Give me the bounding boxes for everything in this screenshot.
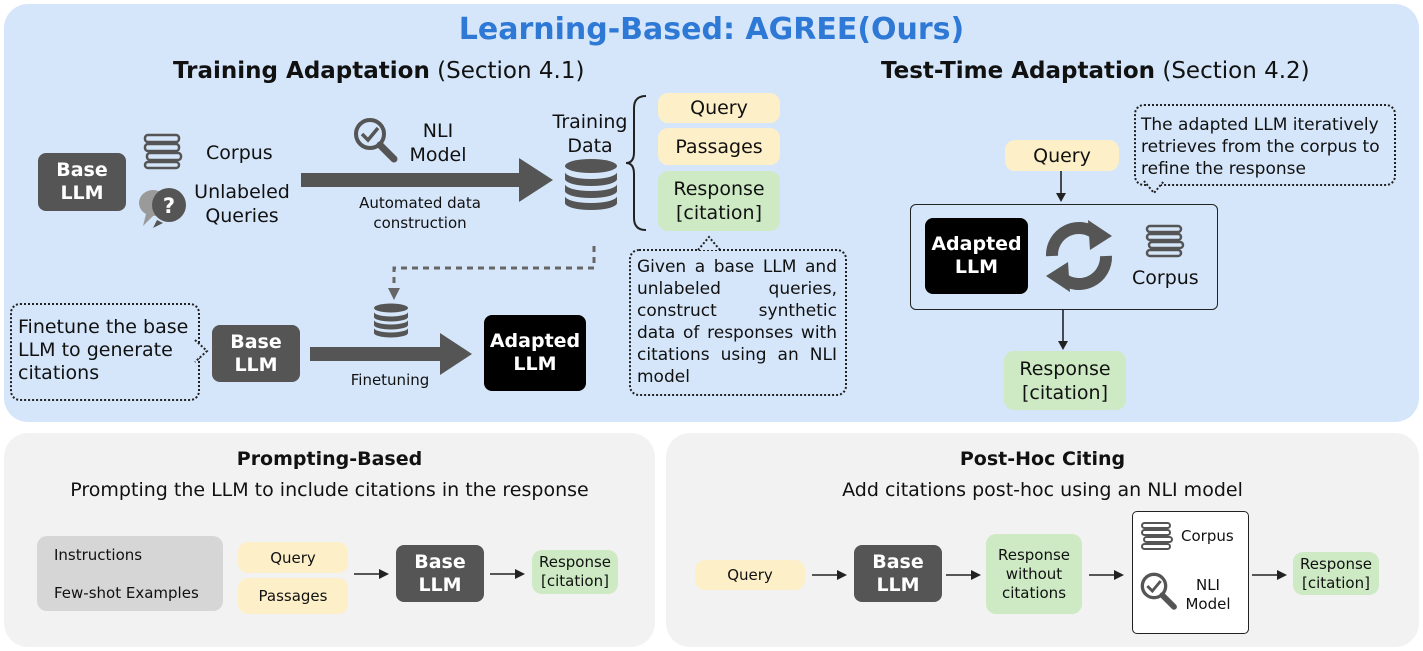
testtime-note-bubble: [1134, 104, 1396, 186]
big-arrow-finetuning: [310, 333, 472, 375]
training-query-box: Query: [658, 93, 780, 123]
testtime-note-text: The adapted LLM iteratively retrieves fr…: [1141, 115, 1380, 179]
posthoc-tools-frame: [1132, 511, 1249, 634]
prompting-response-box: Response [citation]: [532, 550, 618, 594]
posthoc-books-icon: [1141, 522, 1173, 550]
curly-brace: [625, 95, 647, 231]
prompting-base-llm-box: Base LLM: [396, 545, 484, 602]
books-icon: [143, 133, 183, 170]
prompting-fewshot-label: Few-shot Examples: [54, 584, 199, 602]
finetune-bubble-pointer: [194, 339, 209, 363]
training-note-bubble: [629, 249, 847, 396]
testtime-books-icon: [1145, 224, 1185, 258]
posthoc-arrow-1: [812, 570, 847, 580]
training-heading-bold: Training Adaptation: [173, 58, 430, 84]
database-icon: [565, 159, 617, 210]
testtime-adapted-llm-box: Adapted LLM: [925, 218, 1028, 294]
training-passages-box: Passages: [658, 128, 780, 165]
arrow-loop-to-response: [1058, 310, 1068, 350]
testtime-corpus-label: Corpus: [1132, 267, 1199, 289]
testtime-loop-frame: [910, 204, 1218, 310]
database-small-icon: [374, 303, 408, 338]
dashed-connector: [388, 246, 596, 300]
prompting-instructions-box: [37, 536, 223, 611]
agree-title: Learning-Based: AGREE(Ours): [458, 12, 965, 47]
prompting-arrow-1: [354, 569, 389, 579]
magnifier-check-icon: [354, 118, 398, 163]
training-data-label: Training Data: [552, 111, 628, 157]
base-llm-box-2: Base LLM: [212, 325, 300, 382]
svg-text:?: ?: [163, 194, 175, 218]
refresh-cycle-icon: [1046, 220, 1112, 292]
finetuning-label: Finetuning: [350, 371, 430, 389]
posthoc-arrow-2: [946, 570, 981, 580]
adapted-llm-box: Adapted LLM: [484, 315, 586, 391]
training-heading: Training Adaptation (Section 4.1): [173, 58, 584, 84]
corpus-label: Corpus: [206, 142, 273, 164]
training-note-text: Given a base LLM and unlabeled queries, …: [637, 257, 837, 387]
posthoc-nli-label: NLI Model: [1185, 576, 1231, 613]
arrow-query-to-loop: [1056, 171, 1066, 202]
prompting-title: Prompting-Based: [236, 448, 423, 470]
big-arrow-automated: [301, 158, 553, 202]
unlabeled-queries-label: Unlabeled Queries: [194, 181, 290, 227]
training-heading-section: (Section 4.1): [429, 58, 585, 84]
testtime-response-box: Response [citation]: [1004, 351, 1126, 410]
automated-label: Automated data construction: [359, 194, 481, 232]
training-response-box: Response [citation]: [658, 171, 780, 231]
posthoc-subtitle: Add citations post-hoc using an NLI mode…: [842, 479, 1243, 501]
question-bubbles-icon: ?: [139, 188, 186, 228]
note-bubble-pointer: [697, 235, 721, 251]
posthoc-query-box: Query: [695, 560, 805, 590]
posthoc-title: Post-Hoc Citing: [959, 448, 1126, 470]
base-llm-box: Base LLM: [38, 153, 126, 211]
posthoc-arrow-3: [1089, 570, 1124, 580]
posthoc-magnifier-check-icon: [1140, 572, 1177, 610]
testtime-heading-bold: Test-Time Adaptation: [881, 58, 1156, 84]
testtime-query-box: Query: [1005, 140, 1119, 171]
nli-model-label: NLI Model: [409, 120, 467, 166]
posthoc-response-box: Response [citation]: [1293, 552, 1379, 595]
prompting-instructions-label: Instructions: [54, 546, 143, 564]
posthoc-arrow-4: [1252, 570, 1287, 580]
prompting-query-box: Query: [238, 542, 348, 573]
prompting-arrow-2: [490, 569, 525, 579]
finetune-note-text: Finetune the base LLM to generate citati…: [18, 316, 189, 384]
testtime-heading: Test-Time Adaptation (Section 4.2): [881, 58, 1310, 84]
posthoc-base-llm-box: Base LLM: [854, 545, 942, 602]
posthoc-corpus-label: Corpus: [1181, 527, 1234, 545]
testtime-bubble-pointer: [1143, 180, 1165, 195]
prompting-subtitle: Prompting the LLM to include citations i…: [70, 479, 589, 501]
prompting-passages-box: Passages: [238, 578, 348, 614]
posthoc-response-without-box: Response without citations: [986, 534, 1082, 614]
testtime-heading-section: (Section 4.2): [1155, 58, 1310, 84]
